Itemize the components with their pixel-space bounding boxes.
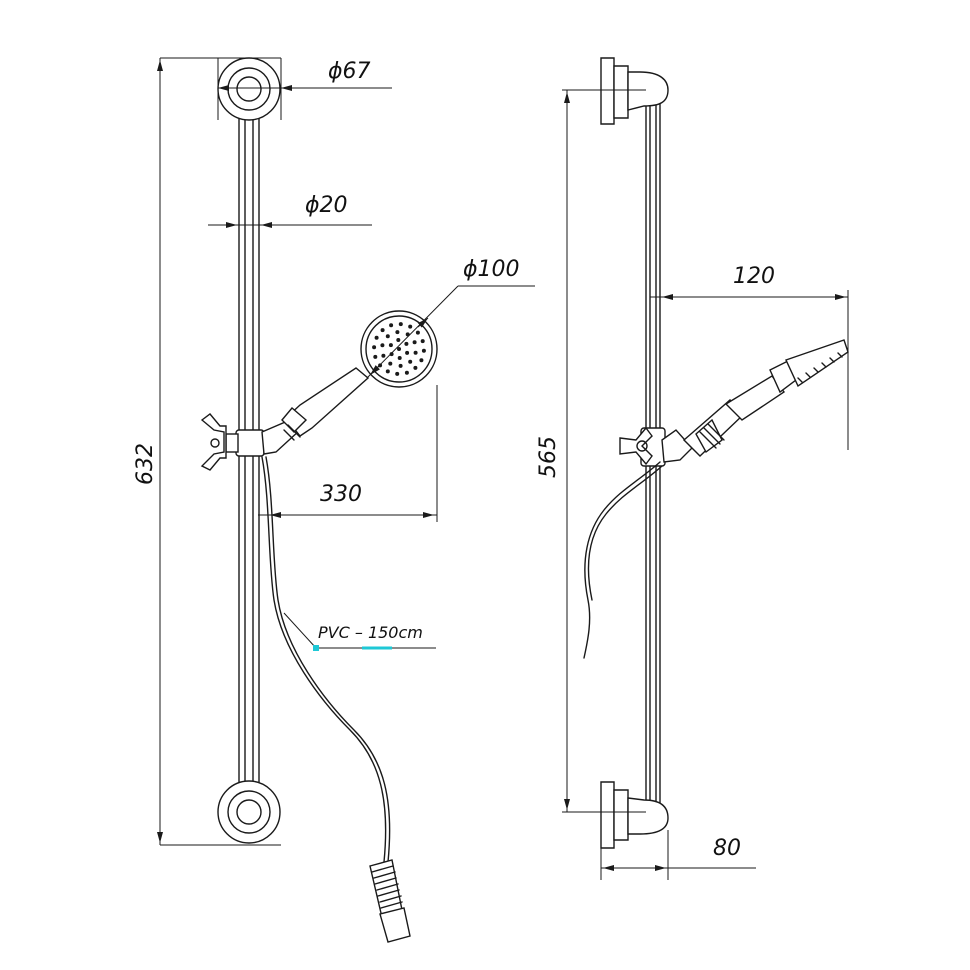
nozzle-dot	[413, 350, 418, 355]
nozzle-dot	[374, 335, 379, 340]
nozzle-dot	[421, 348, 426, 353]
nozzle-dot	[389, 323, 394, 328]
nozzle-dot	[405, 350, 410, 355]
nozzle-dot	[412, 340, 417, 345]
nozzle-dot	[404, 370, 409, 375]
nozzle-dot	[373, 354, 378, 359]
side-hand-shower	[682, 339, 849, 457]
side-bottom-bracket	[600, 781, 669, 849]
label-total-height: 632	[133, 443, 158, 485]
nozzle-dot	[398, 363, 403, 368]
nozzle-dot	[415, 330, 420, 335]
nozzle-dot	[389, 352, 394, 357]
nozzle-dot	[408, 359, 413, 364]
nozzle-dot	[413, 365, 418, 370]
label-hose: PVC – 150cm	[318, 623, 423, 642]
nozzle-dot	[419, 358, 424, 363]
nozzle-dot	[372, 345, 377, 350]
nozzle-dot	[380, 343, 385, 348]
label-projection: 120	[733, 264, 775, 289]
dim-rosette-diameter: ϕ67	[160, 57, 392, 120]
dim-rail-diameter: ϕ20	[208, 193, 372, 228]
side-slider	[619, 426, 693, 467]
label-rail-diameter: ϕ20	[305, 193, 348, 218]
nozzle-dot	[385, 369, 390, 374]
front-hose	[261, 456, 411, 943]
nozzle-dot	[397, 347, 401, 351]
dim-projection: 120	[650, 264, 849, 450]
hose-label-leader: PVC – 150cm	[283, 612, 436, 651]
bottom-rosette	[217, 780, 281, 844]
nozzle-dot	[395, 330, 400, 335]
nozzle-dot	[404, 341, 409, 346]
dim-head-diameter: ϕ100	[366, 257, 535, 379]
label-rail-length: 565	[536, 436, 561, 478]
nozzle-dot	[380, 328, 385, 333]
side-top-bracket	[600, 57, 669, 125]
hose-label-dot	[313, 645, 319, 651]
top-rosette	[217, 57, 281, 121]
front-view: ϕ67 ϕ20 ϕ100 330	[133, 57, 535, 943]
nozzle-dot	[396, 338, 401, 342]
dim-rail-length: 565	[536, 89, 646, 813]
label-head-diameter: ϕ100	[463, 257, 520, 282]
hose-connector	[369, 859, 411, 943]
label-rosette-diameter: ϕ67	[328, 59, 371, 84]
label-reach: 330	[320, 482, 362, 507]
nozzle-dot	[381, 353, 386, 358]
nozzle-dot	[388, 361, 393, 366]
label-base-depth: 80	[713, 836, 741, 861]
side-view: 120 565 80	[536, 57, 849, 880]
nozzle-dot	[388, 343, 393, 348]
dim-reach: 330	[258, 385, 438, 522]
nozzle-dot	[395, 371, 400, 376]
nozzle-dot	[397, 356, 402, 360]
nozzle-dot	[398, 322, 403, 327]
nozzle-dot	[420, 339, 425, 344]
dim-base-depth: 80	[600, 830, 756, 880]
nozzle-dot	[408, 324, 413, 329]
side-hose	[583, 461, 663, 659]
spray-nozzles	[372, 322, 426, 376]
dim-total-height: 632	[133, 58, 281, 846]
nozzle-dot	[385, 334, 390, 339]
